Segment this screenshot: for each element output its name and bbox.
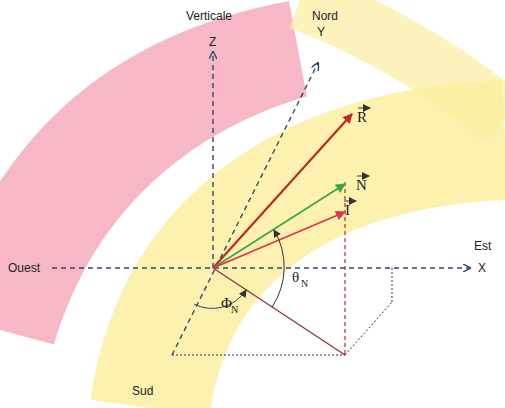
axis-title: Est — [474, 240, 491, 252]
vector-label: I — [345, 203, 350, 218]
axis-title: Verticale — [186, 10, 232, 22]
axis-letter: Y — [317, 26, 325, 38]
angle-subscript: N — [231, 305, 238, 315]
axis-title: Nord — [312, 10, 338, 22]
axis-title: Sud — [132, 385, 153, 397]
axis-letter: X — [478, 262, 486, 274]
angle-subscript: N — [301, 279, 308, 289]
axis-letter: Z — [209, 36, 216, 48]
axis-title: Ouest — [8, 262, 40, 274]
angle-symbol: θ — [292, 270, 299, 285]
vector-label: R — [357, 110, 367, 125]
angle-symbol: Φ — [221, 296, 232, 311]
vector-label: N — [356, 178, 367, 193]
